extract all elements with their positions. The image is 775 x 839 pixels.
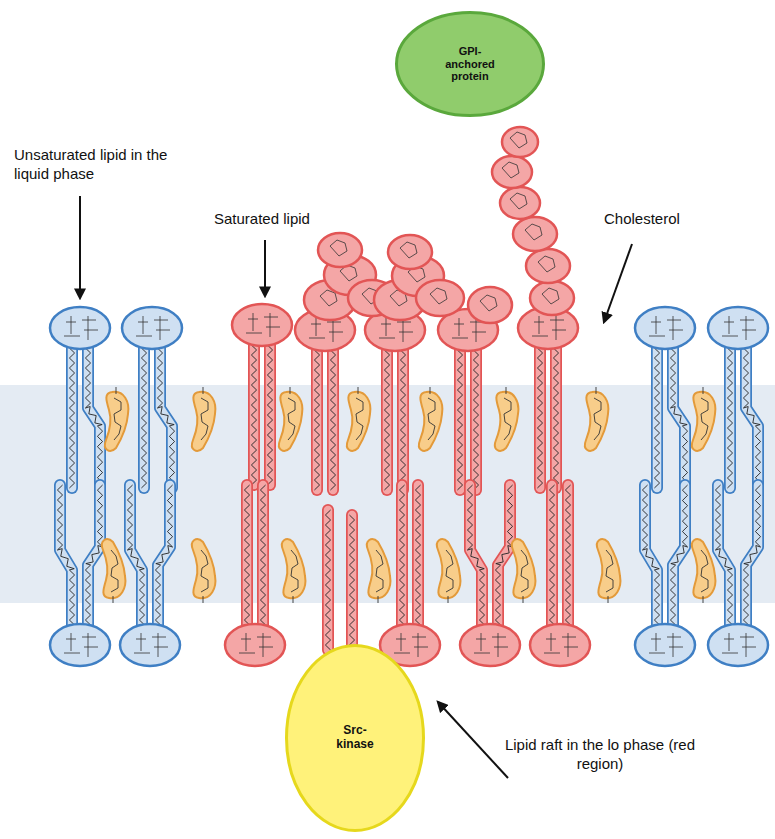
unsaturated-lipid <box>708 485 768 666</box>
unsaturated-lipid <box>635 485 695 666</box>
node-text: GPI-anchored protein <box>434 45 506 83</box>
saturated-lipid <box>530 485 590 666</box>
cholesterol <box>282 539 305 603</box>
cholesterol <box>279 387 302 451</box>
cholesterol <box>692 387 715 451</box>
leader-arrow <box>264 240 266 296</box>
src-anchor <box>325 510 354 650</box>
saturated-lipid <box>460 485 520 666</box>
unsaturated-lipid <box>120 485 180 666</box>
cholesterol <box>585 387 608 451</box>
cholesterol <box>105 387 128 451</box>
unsaturated-lipid <box>50 485 110 666</box>
cholesterol <box>419 387 442 451</box>
unsaturated-lipid <box>50 307 110 488</box>
cholesterol <box>367 539 390 603</box>
callout-label: Cholesterol <box>604 210 714 229</box>
saturated-lipid <box>295 309 355 490</box>
cholesterol <box>347 387 370 451</box>
node-text: Src-kinase <box>332 724 378 752</box>
saturated-lipid <box>225 485 285 666</box>
saturated-lipid <box>438 309 498 490</box>
unsaturated-lipid <box>635 307 695 488</box>
saturated-lipid <box>518 307 578 488</box>
cholesterol <box>192 387 215 451</box>
callout-label: Lipid raft in the lo phase (red region) <box>500 736 700 774</box>
unsaturated-lipid <box>122 307 182 488</box>
cholesterol <box>437 539 460 603</box>
sugar-chain <box>492 127 574 315</box>
cholesterol <box>192 539 215 603</box>
saturated-lipid <box>365 309 425 490</box>
sugar-chain <box>468 287 512 323</box>
cholesterol <box>512 539 535 603</box>
unsaturated-lipid <box>708 307 768 488</box>
callout-label: Saturated lipid <box>214 210 354 229</box>
cholesterol <box>597 539 620 603</box>
leader-arrow <box>438 702 508 778</box>
callout-label: Unsaturated lipid in the liquid phase <box>14 146 174 184</box>
cholesterol <box>692 539 715 603</box>
protein-ellipse: GPI-anchored protein <box>395 11 545 117</box>
sugar-chain <box>374 235 464 320</box>
leader-arrow <box>79 196 81 298</box>
kinase-ellipse: Src-kinase <box>285 644 425 832</box>
cholesterol <box>102 539 125 603</box>
cholesterol <box>495 387 518 451</box>
leader-arrow <box>604 244 632 322</box>
